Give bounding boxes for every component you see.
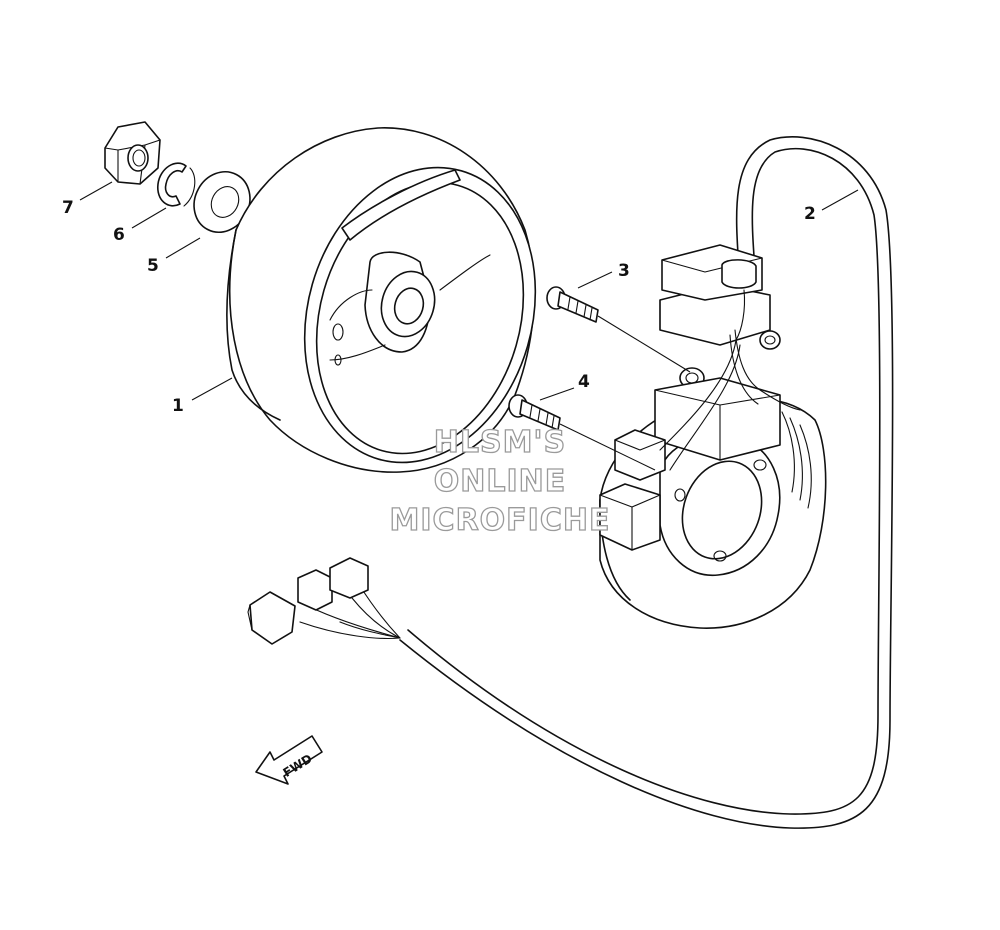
svg-text:6: 6 xyxy=(113,225,125,245)
callout-1: 1 xyxy=(172,377,233,416)
watermark: HLSM'S ONLINE MICROFICHE xyxy=(389,424,611,538)
callout-7: 7 xyxy=(62,181,113,218)
callout-3: 3 xyxy=(577,261,630,289)
svg-text:ONLINE: ONLINE xyxy=(434,464,567,499)
svg-text:7: 7 xyxy=(62,198,74,218)
part-1-flywheel-rotor[interactable] xyxy=(226,127,569,490)
svg-text:1: 1 xyxy=(172,396,184,416)
callout-6: 6 xyxy=(113,207,167,245)
svg-text:MICROFICHE: MICROFICHE xyxy=(390,503,611,538)
callout-2: 2 xyxy=(804,189,859,224)
part-4-screw[interactable] xyxy=(508,394,561,431)
part-7-nut[interactable] xyxy=(104,121,161,185)
part-3-screw[interactable] xyxy=(546,286,599,323)
fwd-direction-arrow: FWD xyxy=(255,735,323,785)
screw-4-guide-line xyxy=(559,423,656,471)
callout-5: 5 xyxy=(147,237,201,276)
wire-harness-connector[interactable] xyxy=(247,557,401,645)
callout-4: 4 xyxy=(539,372,590,401)
svg-text:HLSM'S: HLSM'S xyxy=(434,425,566,460)
svg-text:4: 4 xyxy=(578,372,590,392)
svg-text:3: 3 xyxy=(618,261,630,281)
part-6-lock-washer[interactable] xyxy=(157,162,196,207)
screw-3-guide-line xyxy=(597,315,691,373)
svg-text:2: 2 xyxy=(804,204,816,224)
part-2-stator-assembly[interactable] xyxy=(399,136,894,829)
svg-text:5: 5 xyxy=(147,256,159,276)
